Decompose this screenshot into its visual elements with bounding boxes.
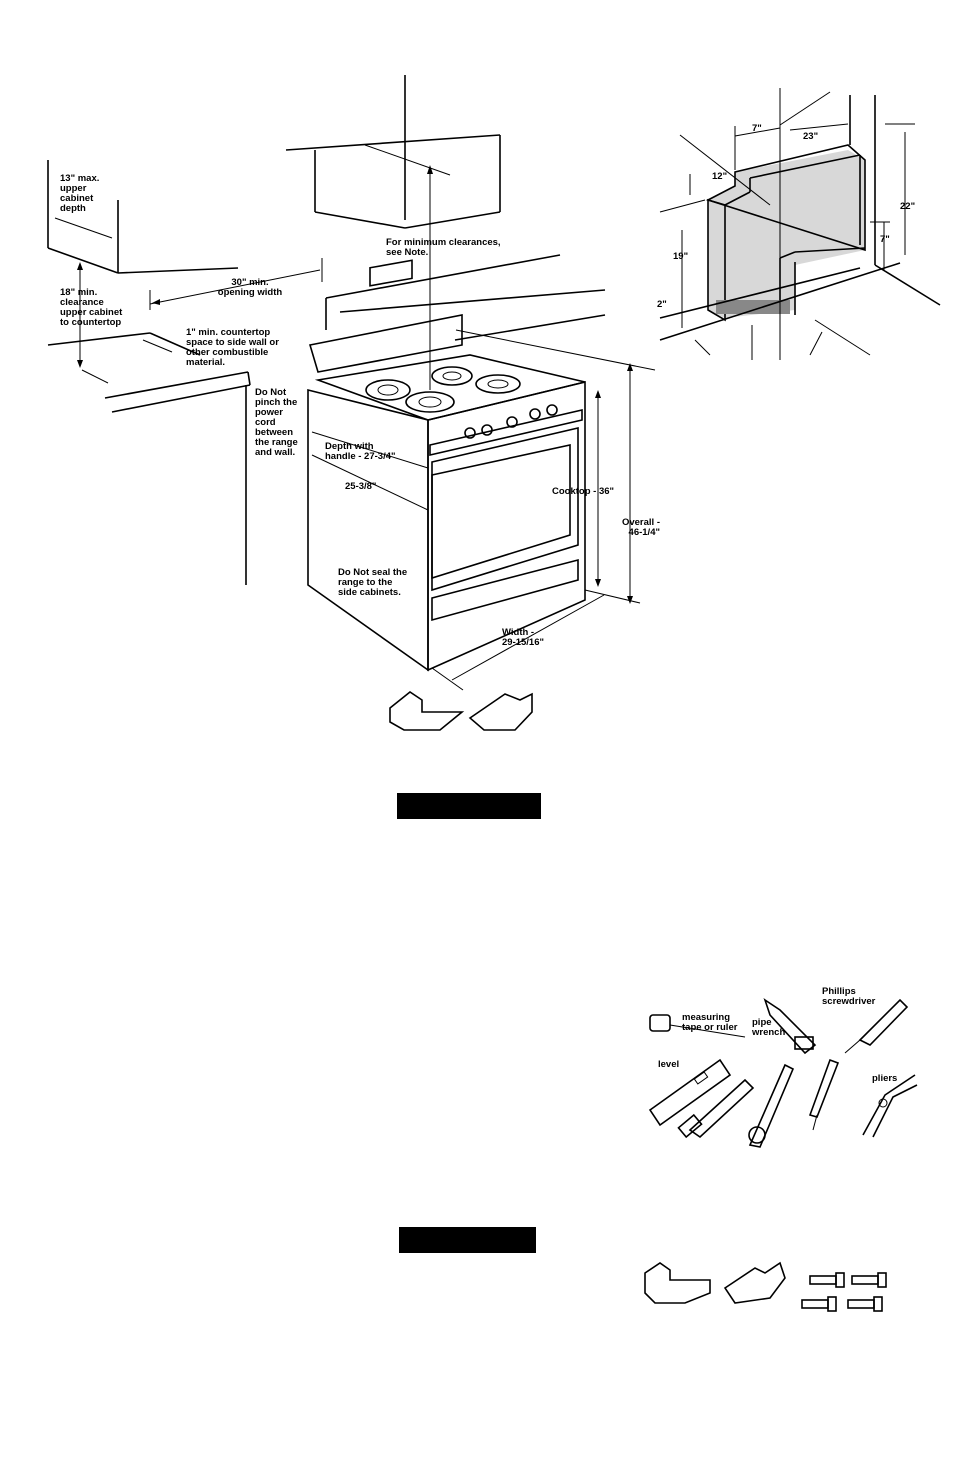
anti-tip-bracket-icon xyxy=(644,1262,711,1304)
pliers-icon xyxy=(862,1074,918,1138)
screw-icon xyxy=(809,1272,845,1288)
tools-illustration: measuring tape or ruler pipe wrench Phil… xyxy=(645,985,920,1153)
cooktop-height-label: Cooktop - 36" xyxy=(552,486,615,497)
width-label: Width - 29-15/16" xyxy=(502,627,545,648)
cutout-dim-7-top: 7" xyxy=(752,123,762,134)
range-body xyxy=(307,259,641,691)
anti-tip-brackets xyxy=(389,691,533,731)
level-label: level xyxy=(658,1059,680,1070)
cutout-area xyxy=(659,88,941,360)
countertop-space-label: 1" min. countertop space to side wall or… xyxy=(186,327,279,368)
phillips-screwdriver-icon xyxy=(844,998,909,1054)
overall-height-label: Overall - 46-1/4" xyxy=(621,517,660,538)
phillips-screwdriver-label: Phillips screwdriver xyxy=(822,986,876,1007)
left-upper-cabinet xyxy=(47,160,239,274)
power-cord-warning: Do Not pinch the power cord between the … xyxy=(255,387,298,458)
cutout-dim-7-right: 7" xyxy=(880,234,890,245)
section-heading-bar-2 xyxy=(399,1227,536,1253)
cutout-dim-12: 12" xyxy=(712,171,728,182)
measuring-tape-icon xyxy=(649,1014,746,1038)
depth-with-handle-label: Depth with handle - 27-3/4" xyxy=(325,441,396,462)
anti-tip-bracket-icon xyxy=(723,1261,786,1304)
flat-screwdriver-icon xyxy=(808,1058,840,1131)
hammer-icon xyxy=(677,1078,755,1139)
adjustable-wrench-icon xyxy=(748,1063,795,1148)
opening-width-label: 30" min. opening width xyxy=(217,277,283,298)
pipe-wrench-label: pipe wrench xyxy=(752,1017,786,1038)
screw-icon xyxy=(851,1272,887,1288)
measuring-tape-label: measuring tape or ruler xyxy=(682,1012,738,1033)
cutout-dim-2: 2" xyxy=(657,299,667,310)
depth-label: 25-3/8" xyxy=(345,481,377,492)
upper-cabinet-depth-label: 13" max. upper cabinet depth xyxy=(60,173,100,214)
cutout-dim-22: 22" xyxy=(900,201,916,212)
right-countertop xyxy=(325,254,656,371)
upper-cabinet-clearance-label: 18" min. clearance upper cabinet to coun… xyxy=(60,287,123,328)
cutout-dim-19: 19" xyxy=(673,251,689,262)
parts-illustration xyxy=(640,1258,895,1320)
left-countertop xyxy=(47,258,323,585)
do-not-seal-warning: Do Not seal the range to the side cabine… xyxy=(338,567,408,598)
cutout-dim-23: 23" xyxy=(803,131,819,142)
screw-icon xyxy=(801,1296,837,1312)
pliers-label: pliers xyxy=(872,1073,898,1084)
minimum-clearances-note: For minimum clearances, see Note. xyxy=(386,237,501,258)
level-icon xyxy=(648,1058,732,1127)
screw-icon xyxy=(847,1296,883,1312)
section-heading-bar-1 xyxy=(397,793,541,819)
pipe-wrench-icon xyxy=(763,998,817,1055)
center-upper-cabinet xyxy=(285,75,501,390)
